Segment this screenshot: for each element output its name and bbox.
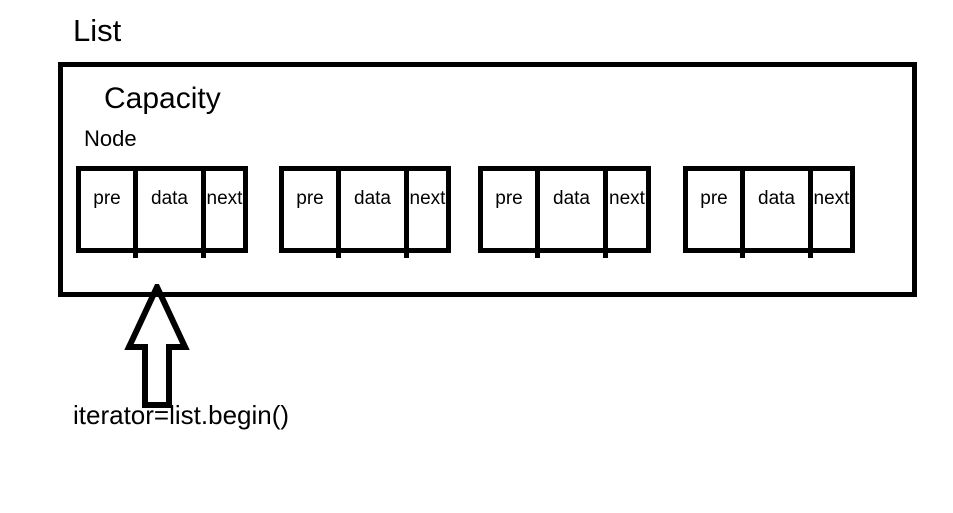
list-node-4: pre data next [683, 166, 855, 258]
list-node-2: pre data next [279, 166, 451, 258]
node-2-cell-next: next [404, 171, 446, 258]
node-3-cell-next: next [603, 171, 646, 258]
node-1-cell-pre: pre [93, 188, 121, 209]
capacity-label: Capacity [104, 82, 221, 115]
node-4-cell-pre: pre [700, 188, 728, 209]
list-container-box [58, 62, 917, 297]
node-1-cell-data: data [133, 171, 201, 258]
node-1-cell-next: next [201, 171, 243, 258]
node-4-cell-next: next [808, 171, 850, 258]
node-3-cell-data: data [535, 171, 603, 258]
list-title: List [73, 13, 122, 48]
list-node-3: pre data next [478, 166, 651, 258]
node-4-cell-data: data [740, 171, 808, 258]
up-arrow-icon [124, 284, 190, 408]
list-node-1: pre data next [76, 166, 248, 258]
iterator-caption: iterator=list.begin() [73, 400, 290, 430]
node-3-cell-pre: pre [495, 188, 523, 209]
node-label: Node [84, 126, 137, 151]
node-2-cell-pre: pre [296, 188, 324, 209]
node-2-cell-data: data [336, 171, 404, 258]
